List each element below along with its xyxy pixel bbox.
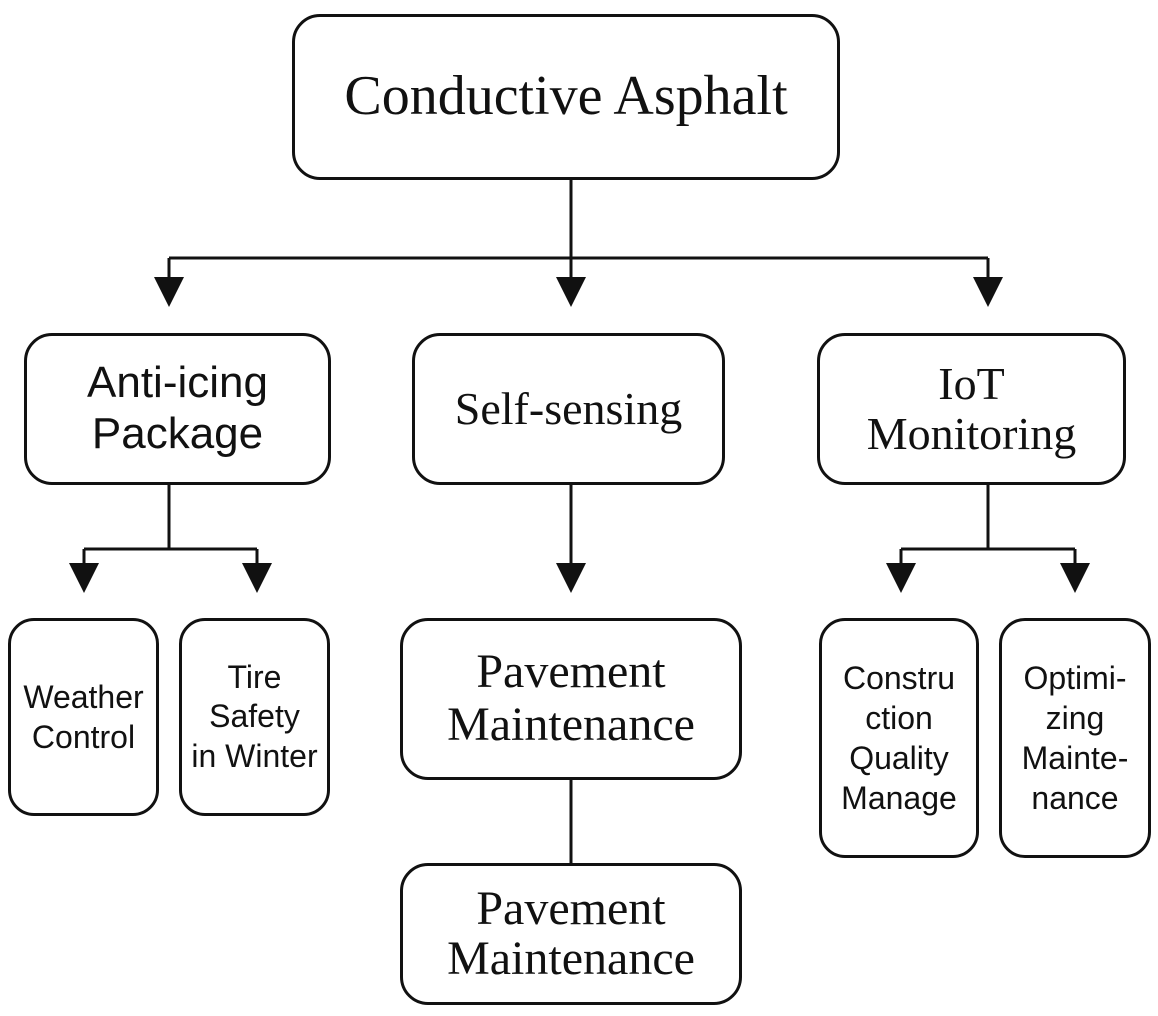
node-pavement-maintenance-secondary: Pavement Maintenance xyxy=(400,863,742,1005)
node-label: Anti-icing Package xyxy=(87,358,268,458)
node-self-sensing: Self-sensing xyxy=(412,333,725,485)
node-label: Conductive Asphalt xyxy=(344,65,788,128)
node-construction-quality-manage: Constru ction Quality Manage xyxy=(819,618,979,858)
node-iot-monitoring: IoT Monitoring xyxy=(817,333,1126,485)
node-tire-safety-in-winter: Tire Safety in Winter xyxy=(179,618,330,816)
node-label: Pavement Maintenance xyxy=(447,881,695,985)
node-label: Optimi- zing Mainte- nance xyxy=(1021,660,1129,816)
node-conductive-asphalt: Conductive Asphalt xyxy=(292,14,840,180)
node-label: Tire Safety in Winter xyxy=(191,659,318,774)
node-weather-control: Weather Control xyxy=(8,618,159,816)
node-label: Self-sensing xyxy=(454,382,683,434)
node-pavement-maintenance: Pavement Maintenance xyxy=(400,618,742,780)
node-anti-icing-package: Anti-icing Package xyxy=(24,333,331,485)
node-label: Pavement Maintenance xyxy=(447,645,695,751)
node-label: Constru ction Quality Manage xyxy=(841,660,957,816)
node-label: IoT Monitoring xyxy=(866,358,1077,459)
node-optimizing-maintenance: Optimi- zing Mainte- nance xyxy=(999,618,1151,858)
node-label: Weather Control xyxy=(23,679,144,755)
